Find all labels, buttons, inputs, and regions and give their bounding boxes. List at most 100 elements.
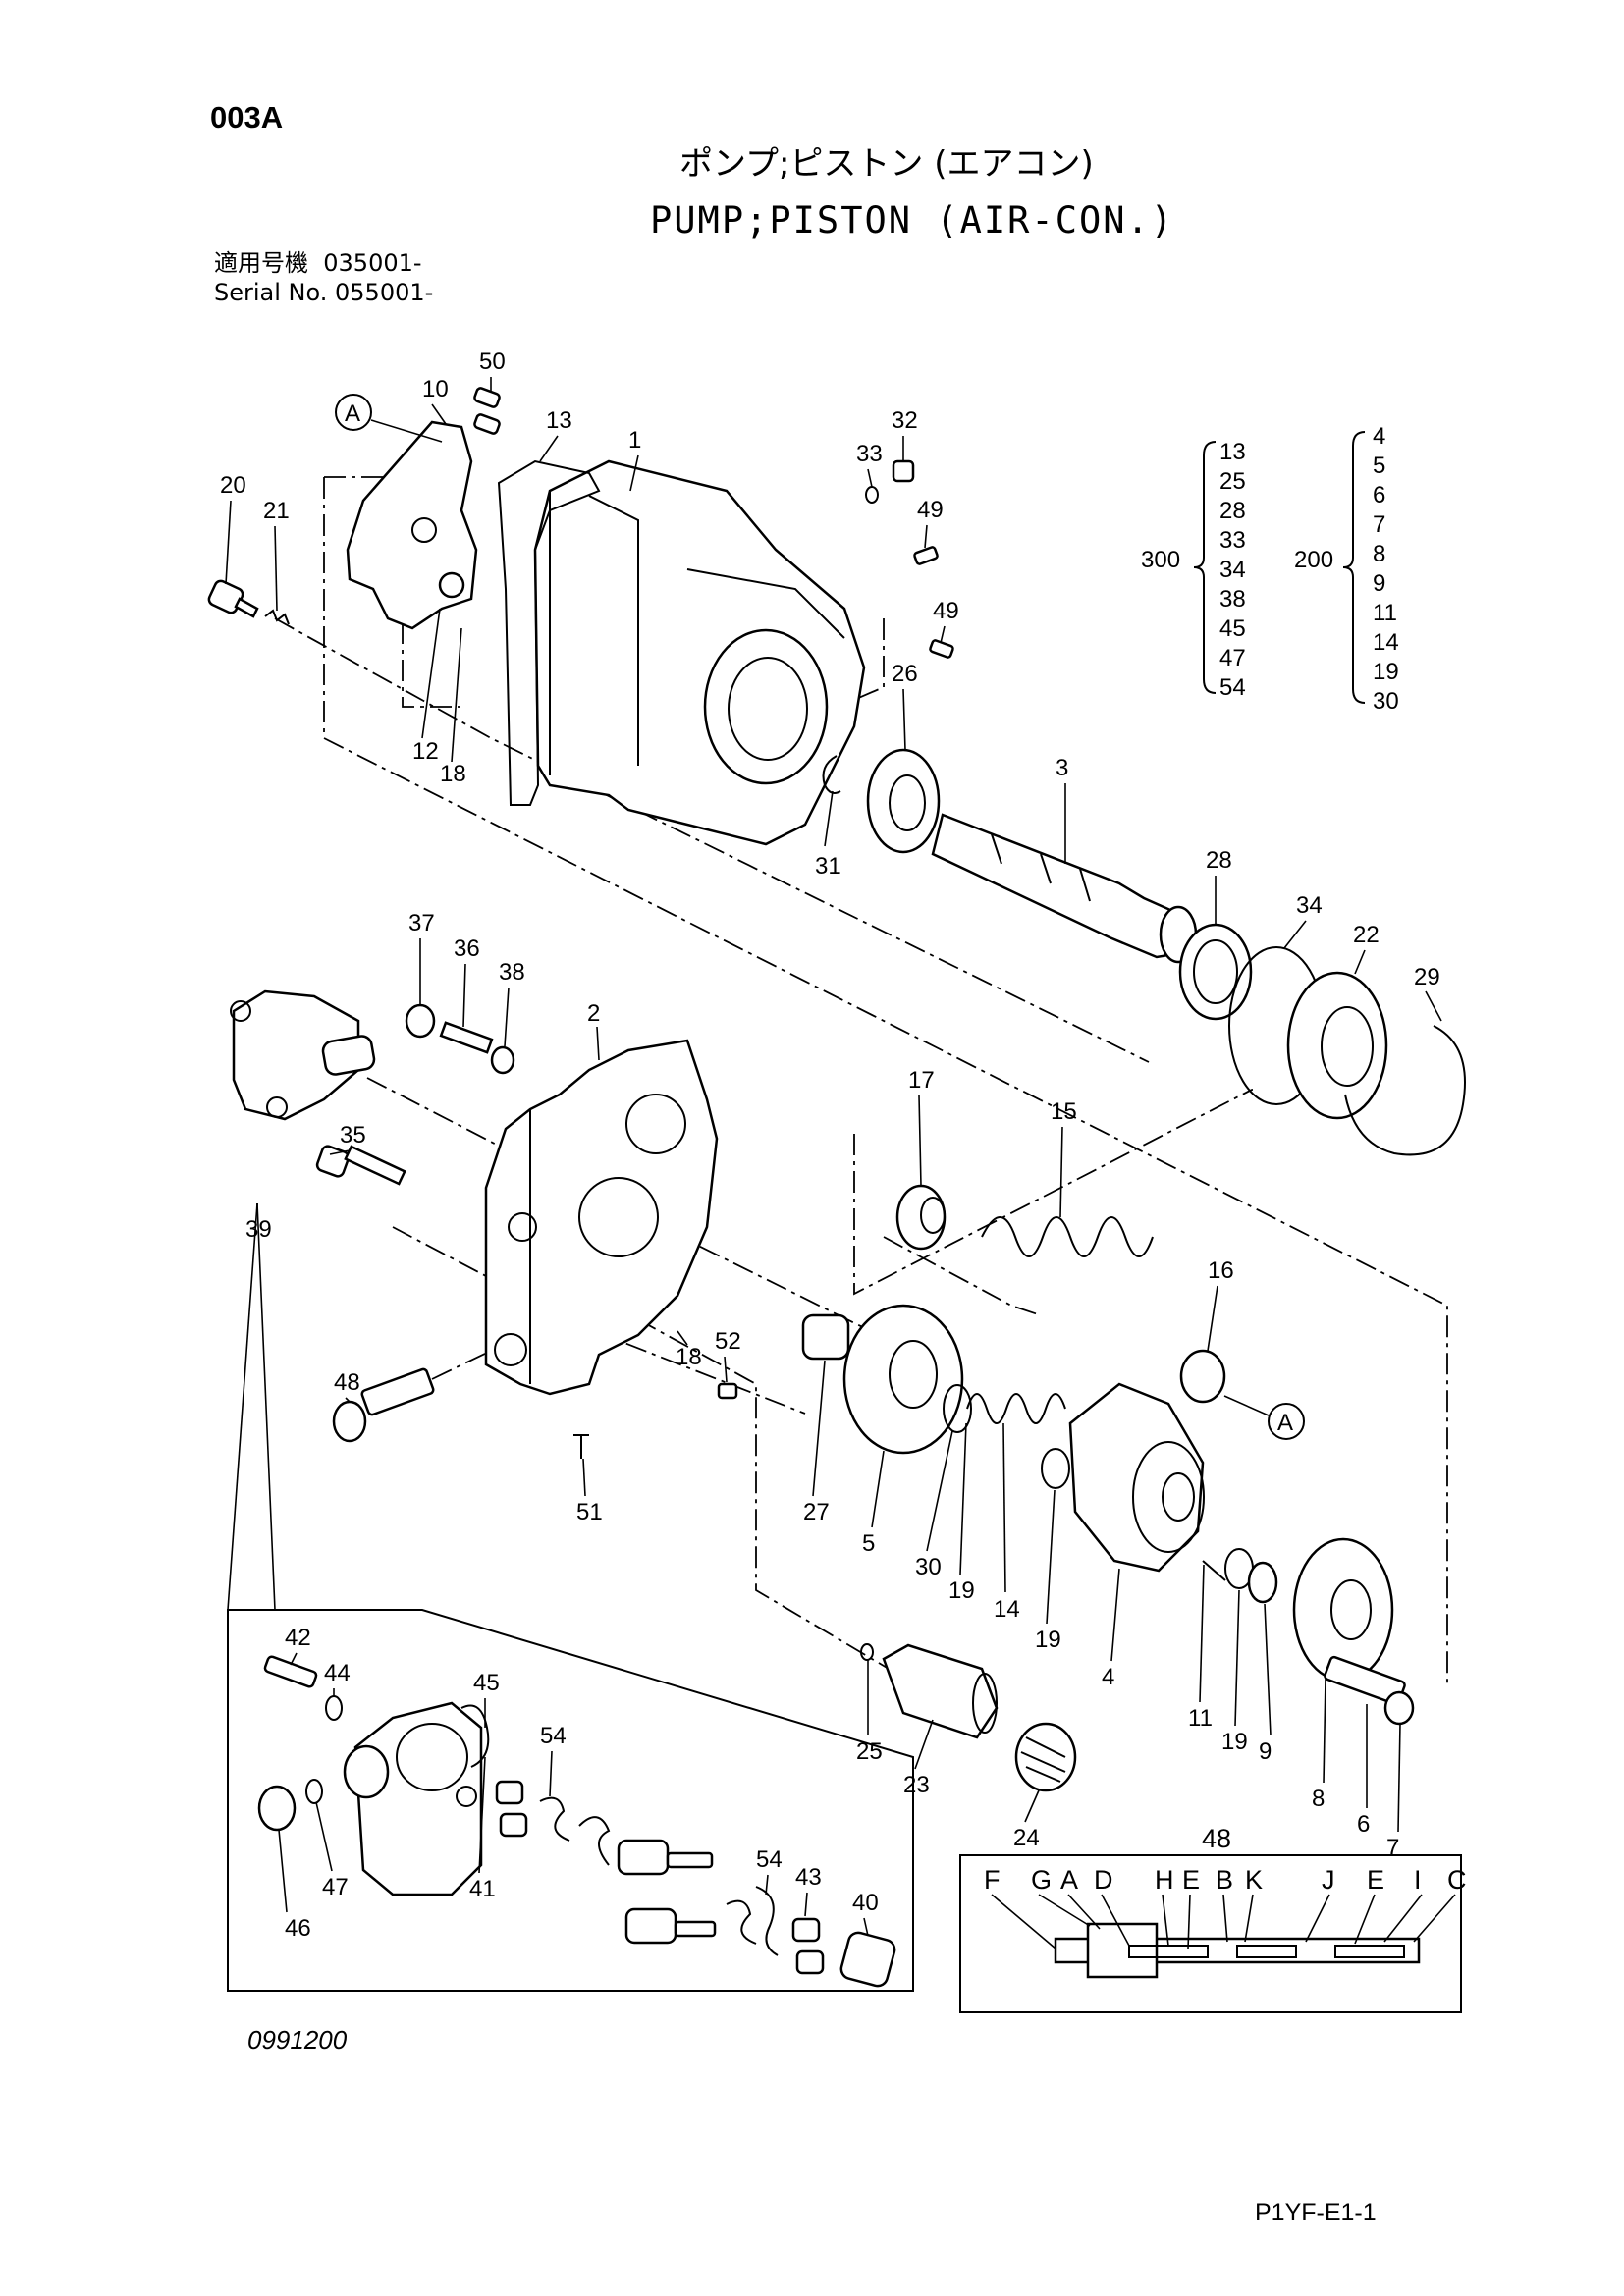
callout-30: 30 bbox=[915, 1554, 942, 1580]
leader-14 bbox=[1002, 1422, 1006, 1593]
part-cover-22 bbox=[1286, 971, 1388, 1120]
callout-2: 2 bbox=[587, 1000, 600, 1027]
callout-13: 13 bbox=[546, 407, 572, 434]
callout-6: 6 bbox=[1357, 1811, 1370, 1838]
part-washer-44 bbox=[325, 1695, 343, 1721]
part-screw-51 bbox=[573, 1434, 589, 1459]
part-gear-driven bbox=[624, 1907, 717, 1945]
detail-48-letter-K: K bbox=[1245, 1865, 1263, 1895]
callout-32: 32 bbox=[892, 407, 918, 434]
part-bolt-20 bbox=[207, 579, 259, 618]
assembly-line-bolt20 bbox=[274, 617, 1150, 1063]
leader-46 bbox=[278, 1829, 288, 1913]
kit-200-part: 30 bbox=[1373, 688, 1399, 715]
part-plug-32 bbox=[892, 459, 915, 483]
kit-300-part: 38 bbox=[1219, 586, 1246, 613]
part-spring-24 bbox=[1014, 1722, 1077, 1792]
callout-34: 34 bbox=[1296, 892, 1323, 919]
callout-49: 49 bbox=[933, 598, 959, 624]
part-sensor-block-39 bbox=[230, 989, 376, 1121]
callout-1: 1 bbox=[628, 427, 641, 454]
callout-20: 20 bbox=[220, 472, 246, 499]
callout-24: 24 bbox=[1013, 1825, 1040, 1851]
part-o-ring-25 bbox=[860, 1643, 874, 1661]
assembly-line-52 bbox=[603, 1300, 890, 1670]
part-nut-37 bbox=[405, 1003, 436, 1039]
detail-48-letter-G: G bbox=[1031, 1865, 1052, 1895]
leader-42 bbox=[290, 1652, 298, 1666]
leader-35 bbox=[329, 1149, 351, 1155]
callout-15: 15 bbox=[1051, 1098, 1077, 1125]
leader-10 bbox=[431, 403, 447, 425]
part-gasket-54-b bbox=[726, 1899, 757, 1945]
part-o-ring-47 bbox=[305, 1779, 323, 1804]
callout-leaders bbox=[225, 377, 1442, 1937]
detail-48-leader-4 bbox=[1162, 1894, 1169, 1947]
assembly-line-48 bbox=[431, 1350, 492, 1380]
kit-300-part: 47 bbox=[1219, 645, 1246, 671]
callout-19: 19 bbox=[948, 1577, 975, 1604]
detail-48-leader-7 bbox=[1244, 1894, 1254, 1943]
part-spool-23 bbox=[882, 1643, 999, 1739]
callout-28: 28 bbox=[1206, 847, 1232, 874]
part-gasket bbox=[497, 459, 601, 806]
part-bushing-27 bbox=[801, 1313, 850, 1361]
callout-17: 17 bbox=[908, 1067, 935, 1094]
leader-19-c bbox=[1234, 1589, 1240, 1727]
leader-26 bbox=[902, 688, 906, 751]
leader-19-a bbox=[959, 1422, 967, 1575]
callout-8: 8 bbox=[1312, 1786, 1325, 1812]
part-cylinder-block-4 bbox=[1068, 1382, 1205, 1573]
leader-41 bbox=[478, 1756, 486, 1874]
part-cap-38 bbox=[490, 1045, 515, 1075]
part-snap-ring-29 bbox=[1344, 1025, 1466, 1156]
ref-marker-a-bottom: A bbox=[1223, 1395, 1305, 1440]
leader-23 bbox=[914, 1719, 934, 1770]
callout-39: 39 bbox=[245, 1216, 272, 1243]
part-o-ring-45 bbox=[460, 1704, 490, 1768]
callout-35: 35 bbox=[340, 1122, 366, 1148]
sheet-code: P1YF-E1-1 bbox=[1255, 2199, 1377, 2226]
detail-48-leader-5 bbox=[1187, 1894, 1191, 1949]
leader-30 bbox=[926, 1430, 953, 1552]
callout-44: 44 bbox=[324, 1660, 351, 1686]
detail-48-leader-6 bbox=[1222, 1894, 1228, 1943]
leader-48 bbox=[345, 1397, 351, 1403]
part-spring-washer-21 bbox=[264, 609, 290, 625]
detail-48-leaders bbox=[991, 1894, 1456, 1949]
leader-31 bbox=[824, 790, 834, 847]
callout-18: 18 bbox=[676, 1344, 702, 1370]
part-pilot-pump-body bbox=[343, 1701, 483, 1896]
leader-15 bbox=[1059, 1126, 1063, 1218]
kit-200-part: 4 bbox=[1373, 423, 1385, 450]
part-screw-49-a bbox=[913, 546, 939, 565]
callout-23: 23 bbox=[903, 1772, 930, 1798]
callout-48: 48 bbox=[334, 1369, 360, 1396]
part-pin-11 bbox=[1202, 1560, 1226, 1581]
kit-200-part: 5 bbox=[1373, 453, 1385, 479]
leader-20 bbox=[225, 500, 232, 585]
callout-10: 10 bbox=[422, 376, 449, 402]
part-bolt-42 bbox=[263, 1655, 318, 1688]
leader-19-b bbox=[1046, 1489, 1056, 1625]
part-plate-54-c bbox=[755, 1886, 779, 1956]
detail-48-letter-B: B bbox=[1216, 1865, 1233, 1895]
ref-marker-a-top-letter: A bbox=[345, 400, 360, 427]
detail-48-letter-J: J bbox=[1322, 1865, 1335, 1895]
detail-48-leader-0 bbox=[991, 1894, 1056, 1949]
leader-54-a bbox=[549, 1750, 553, 1797]
detail-48-leader-9 bbox=[1354, 1894, 1376, 1945]
leader-43 bbox=[804, 1892, 808, 1917]
ref-marker-a-top: A bbox=[335, 394, 443, 443]
detail-48-frame bbox=[959, 1854, 1462, 2013]
part-swash-plate-5 bbox=[842, 1304, 964, 1455]
title-english: PUMP;PISTON (AIR-CON.) bbox=[650, 199, 1175, 241]
part-valve-body bbox=[484, 1039, 719, 1396]
part-spring-14 bbox=[966, 1393, 1066, 1424]
part-cover-plate bbox=[346, 420, 478, 630]
leader-29 bbox=[1425, 990, 1442, 1022]
leader-18-mid bbox=[677, 1330, 688, 1346]
pilot-pump-leader-a bbox=[227, 1202, 258, 1611]
